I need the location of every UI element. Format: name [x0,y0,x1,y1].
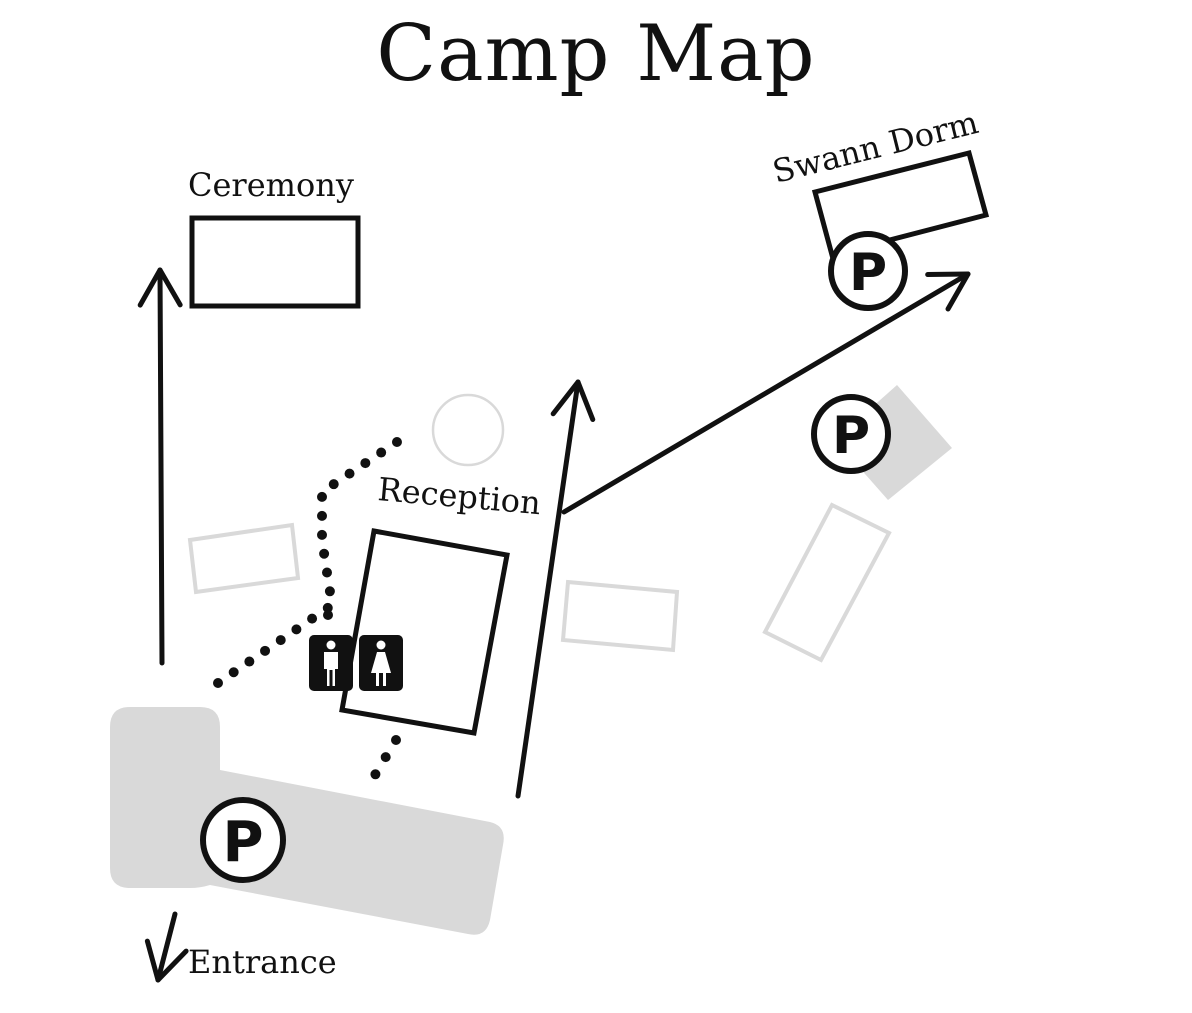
entrance-label: Entrance [188,943,337,981]
faint-building-east [762,502,892,663]
ceremony-label: Ceremony [188,166,354,204]
parking-icon [828,231,908,311]
parking-letter: P [832,406,870,466]
arrow-entrance [144,911,189,983]
ceremony-building[interactable] [189,215,361,309]
restroom-men-icon[interactable] [309,635,353,691]
parking-letter: P [849,243,887,303]
parking-lot-main [110,707,504,935]
walking-path-link [323,610,339,637]
parking-marker-main[interactable]: P [200,797,286,883]
walking-path-upper [213,433,408,688]
parking-marker-east[interactable]: P [811,394,891,474]
faint-building-center [560,579,680,653]
walking-path-lower [367,735,401,785]
parking-icon [811,394,891,474]
restroom-women-icon[interactable] [359,635,403,691]
arrow-to-swann-dorm [561,271,971,515]
reception-building[interactable] [339,528,510,736]
parking-letter: P [222,810,263,875]
arrow-to-ceremony [137,267,183,666]
arrow-north-road [515,379,596,799]
faint-building-west [187,522,301,595]
faint-circle [431,393,505,467]
reception-label: Reception [376,470,542,522]
parking-icon [200,797,286,883]
route-arrows [137,267,971,983]
swann-dorm-building[interactable] [811,149,990,259]
walking-path [213,433,408,785]
map-title: Camp Map [376,9,816,99]
parking-marker-swann[interactable]: P [828,231,908,311]
